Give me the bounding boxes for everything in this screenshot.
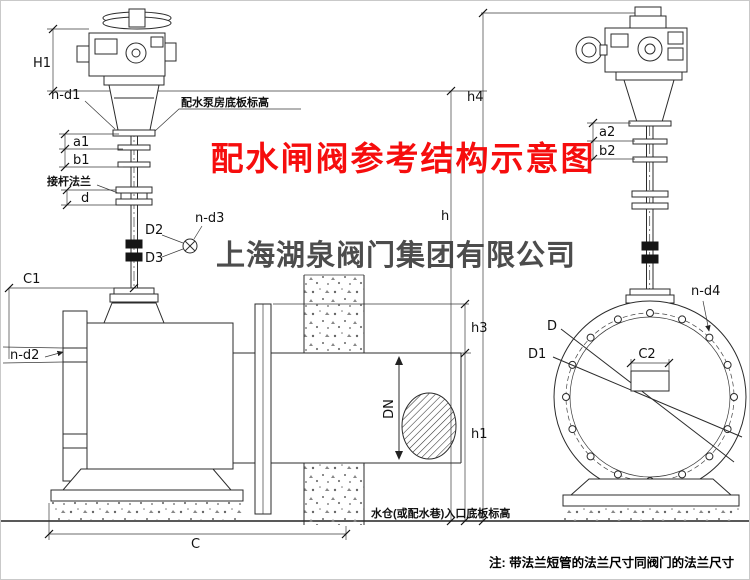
gate-boss <box>631 371 669 391</box>
dim-label-C: C <box>191 537 200 552</box>
annotation-rod-flange: 接杆法兰 <box>47 174 91 188</box>
annotation-pump-floor: 配水泵房底板标高 <box>181 95 269 109</box>
dim-label-b1: b1 <box>73 153 90 168</box>
watermark-text: 上海湖泉阀门集团有限公司 <box>216 238 576 272</box>
dim-label-DN: DN <box>382 399 397 419</box>
bonnet <box>104 303 164 323</box>
dim-label-D2: D2 <box>145 223 163 238</box>
dim-label-n-d2: n-d2 <box>10 348 39 363</box>
left-figure <box>51 9 461 525</box>
base-plate <box>51 490 243 501</box>
rod-flange-lower <box>116 199 152 205</box>
dim-label-n-d1: n-d1 <box>51 88 80 103</box>
wall-and-pipe <box>233 275 461 525</box>
diameter-line-D <box>561 329 734 462</box>
annotation-sump-floor: 水仓(或配水巷)入口底板标高 <box>371 506 510 520</box>
dim-label-d: d <box>81 191 89 206</box>
dim-label-D3: D3 <box>145 251 163 266</box>
stem-coupling <box>126 240 142 248</box>
right-stem <box>626 121 674 303</box>
yoke <box>109 85 159 130</box>
dim-label-D1: D1 <box>528 347 546 362</box>
wall-upper <box>304 275 364 353</box>
wall-lower <box>304 463 364 525</box>
labels: H1 n-d1 a1 b1 d 接杆法兰 配水泵房底板标高 D2 n-d3 D3… <box>10 56 720 552</box>
dim-label-n-d4: n-d4 <box>691 284 720 299</box>
right-valve-disc <box>553 301 746 521</box>
dim-label-C2: C2 <box>638 347 655 362</box>
left-stem <box>104 130 164 323</box>
dim-label-h4: h4 <box>467 90 484 105</box>
right-figure <box>553 7 746 521</box>
dim-label-b2: b2 <box>599 144 616 159</box>
dim-label-C1: C1 <box>23 272 40 287</box>
dim-label-a1: a1 <box>73 135 89 150</box>
left-actuator <box>77 9 176 130</box>
left-valve-body <box>51 311 243 520</box>
pipe-opening <box>402 393 456 459</box>
rod-flange-upper <box>116 187 152 193</box>
dim-label-h: h <box>441 209 449 224</box>
base-trapezoid <box>63 469 231 490</box>
foundation-texture <box>51 501 243 520</box>
dim-label-D: D <box>547 319 557 334</box>
dimension-lines <box>3 9 711 540</box>
dim-label-h3: h3 <box>471 321 488 336</box>
dim-label-a2: a2 <box>599 125 615 140</box>
note-text: 注: 带法兰短管的法兰尺寸同阀门的法兰尺寸 <box>489 555 735 570</box>
inlet-flange <box>63 311 87 481</box>
flange-bolts <box>563 310 738 485</box>
right-actuator <box>576 7 687 122</box>
dim-label-n-d3: n-d3 <box>195 211 224 226</box>
dim-label-H1: H1 <box>33 56 51 71</box>
dim-label-h1: h1 <box>471 427 488 442</box>
diagram-title: 配水闸阀参考结构示意图 <box>211 140 596 177</box>
diameter-line-D1 <box>553 357 742 437</box>
